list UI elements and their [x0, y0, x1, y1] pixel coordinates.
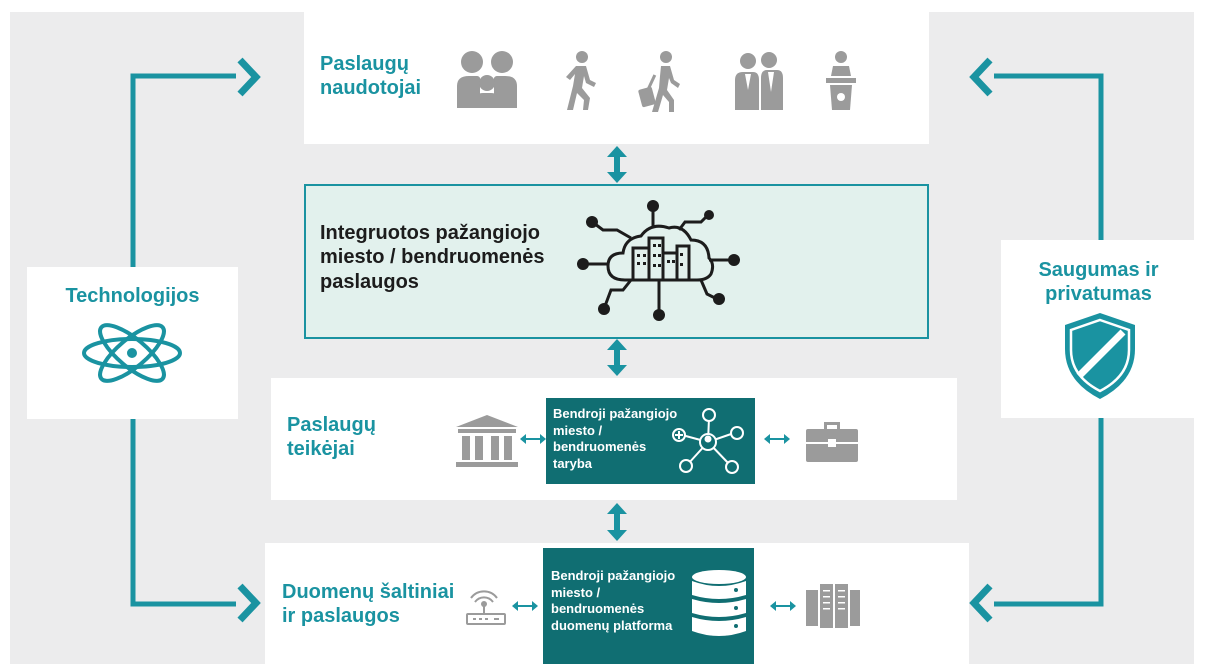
speaker-podium-icon — [826, 51, 856, 110]
chevron-right-icon — [237, 57, 261, 97]
users-label: Paslaugų naudotojai — [320, 53, 422, 100]
left-top-connector — [130, 73, 236, 267]
smart-city-cloud-icon — [577, 200, 740, 321]
briefcase-icon — [806, 422, 858, 462]
council-label: Bendroji pažangiojo miesto / bendruomenė… — [553, 406, 678, 471]
right-top-connector — [994, 73, 1104, 240]
right-bottom-connector — [994, 418, 1104, 607]
network-hub-icon — [672, 408, 744, 474]
server-rack-icon — [806, 584, 860, 628]
government-building-icon — [456, 415, 518, 467]
walking-person-icon — [566, 51, 596, 110]
left-bottom-connector — [130, 418, 236, 607]
family-icon — [457, 51, 517, 108]
double-arrows — [607, 146, 627, 541]
services-label: Integruotos pažangiojo miesto / bendruom… — [320, 222, 545, 293]
router-icon — [466, 590, 506, 625]
providers-label: Paslaugų teikėjai — [287, 414, 376, 461]
traveler-icon — [638, 51, 680, 112]
database-icon — [692, 570, 746, 636]
users-box — [304, 12, 929, 144]
data-sources-label: Duomenų šaltiniai ir paslaugos — [282, 581, 455, 628]
services-box — [304, 184, 929, 339]
atom-icon — [82, 323, 182, 383]
chevron-left-icon — [969, 57, 993, 97]
technologies-box — [27, 267, 238, 419]
chevron-right-icon — [237, 583, 261, 623]
shield-icon — [1065, 313, 1135, 399]
chevron-left-icon — [969, 583, 993, 623]
security-label: Saugumas ir privatumas — [1038, 259, 1159, 306]
business-people-icon — [735, 52, 783, 110]
horizontal-double-arrow-icon — [520, 434, 546, 444]
technologies-label: Technologijos — [65, 285, 200, 307]
double-arrow-icon — [607, 339, 627, 376]
double-arrow-icon — [607, 503, 627, 541]
horizontal-double-arrow-icon — [512, 601, 538, 611]
platform-label: Bendroji pažangiojo miesto / bendruomenė… — [551, 568, 676, 633]
double-arrow-icon — [607, 146, 627, 183]
horizontal-double-arrow-icon — [770, 601, 796, 611]
horizontal-double-arrow-icon — [764, 434, 790, 444]
council-box — [546, 398, 755, 484]
